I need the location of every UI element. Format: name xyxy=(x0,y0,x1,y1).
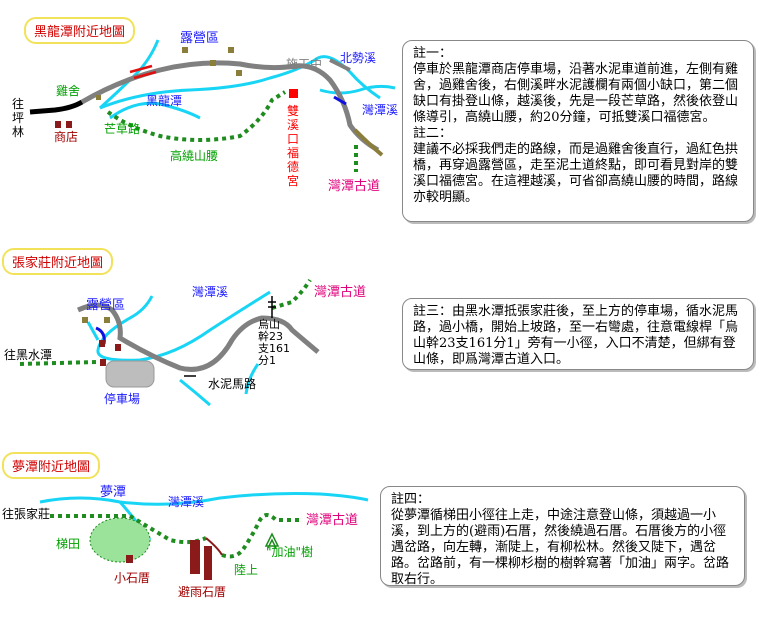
map1-label-beishi: 北勢溪 xyxy=(340,50,376,65)
map3-terrace xyxy=(89,517,151,563)
map3-shelter xyxy=(190,540,212,580)
map2-pole-icon xyxy=(268,296,276,318)
map1-shop xyxy=(55,121,61,128)
map2-river-south xyxy=(179,378,211,407)
map1-shop xyxy=(66,121,72,128)
map1-road-black xyxy=(29,99,84,115)
map1-label-wantan-creek: 灣潭溪 xyxy=(362,103,398,117)
map1-camp xyxy=(236,70,242,76)
map1-temple xyxy=(289,89,298,98)
map2-label-pole: 支161 xyxy=(258,342,290,355)
map1-label-pinglin: 林 xyxy=(12,125,24,139)
map1-road-branch xyxy=(329,58,351,72)
map2-trail-east xyxy=(271,278,312,310)
map1-label-pinglin: 往 xyxy=(12,96,24,111)
map3-title: 夢潭附近地圖 xyxy=(2,452,101,479)
map1-label-high-detour: 高繞山腰 xyxy=(170,148,218,163)
map3-label-small-cliff: 小石厝 xyxy=(114,571,150,585)
map1-drawing: 露營區 施工中 北勢溪 雞舍 黑龍潭 灣潭溪 往 坪 林 商店 芒草路 高繞山腰… xyxy=(12,31,398,194)
map2-note-text: 註三：由黑水潭抵張家莊後，至上方的停車場，循水泥馬路，過小橋，開始上坡路，至一右… xyxy=(413,304,739,367)
map1-note1-text: 停車於黑龍潭商店停車場，沿著水泥車道前進，左側有雞舍，過雞舍後，右側溪畔水泥護欄… xyxy=(413,62,739,125)
map1-title: 黑龍潭附近地圖 xyxy=(24,17,136,44)
map1-camp xyxy=(96,95,101,100)
map3-label-wantan-trail: 灣潭古道 xyxy=(306,513,358,528)
map3-label-toward-zhang: 往張家莊 xyxy=(2,506,50,521)
map1-river-east xyxy=(319,84,396,95)
map1-camp xyxy=(182,47,188,53)
map2-label-pole: 分1 xyxy=(258,354,276,367)
map3-small-cliff xyxy=(126,555,133,563)
map2-label-wantan-creek: 灣潭溪 xyxy=(192,285,228,299)
map2-drawing: 露營區 灣潭溪 灣潭古道 往黑水潭 停車場 水泥馬路 烏山 幹23 支161 分… xyxy=(4,278,366,407)
map1-bridge-blue xyxy=(333,95,347,106)
map1-note2-text: 建議不必採我們走的路線，而是過雞舍後直行，過紅色拱橋，再穿過露營區，走至泥土道終… xyxy=(413,142,739,205)
map2-parking xyxy=(105,360,155,388)
map2-river-left xyxy=(86,321,100,341)
map2-building xyxy=(99,340,105,347)
map2-building xyxy=(100,359,106,366)
map1-road-main xyxy=(80,60,380,153)
map1-camp xyxy=(210,60,216,66)
map2-river xyxy=(96,290,271,362)
map2-river-right xyxy=(244,363,260,395)
map3-label-landing: 陸上 xyxy=(234,563,258,577)
tree-icon xyxy=(264,532,280,549)
map1-label-shuangxi: 雙溪口福德宮 xyxy=(287,104,300,188)
map2-label-pole: 幹23 xyxy=(258,329,283,343)
map1-river-lower xyxy=(99,55,381,110)
map2-note-box: 註三：由黑水潭抵張家莊後，至上方的停車場，循水泥馬路，過小橋，開始上坡路，至一右… xyxy=(402,298,754,370)
map3-note-box: 註四： 從夢潭循梯田小徑往上走，中途注意登山條，須越過一小溪，到上方的(避雨)石… xyxy=(380,486,745,587)
map3-note4-title: 註四： xyxy=(391,492,431,507)
map2-building xyxy=(115,344,121,351)
map3-label-wantan-creek: 灣潭溪 xyxy=(168,495,204,509)
map1-label-mangrass: 芒草路 xyxy=(104,121,140,136)
map3-label-mengtan: 夢潭 xyxy=(100,485,126,500)
map1-label-chicken: 雞舍 xyxy=(56,83,80,98)
map1-label-pinglin: 坪 xyxy=(12,111,24,125)
map1-note1-title: 註一： xyxy=(413,46,453,61)
map1-camp xyxy=(228,47,234,53)
map2-label-camp: 露營區 xyxy=(86,298,125,313)
map3-label-terrace: 梯田 xyxy=(56,537,80,551)
map2-label-pole: 烏山 xyxy=(258,317,280,331)
map2-label-wantan-trail: 灣潭古道 xyxy=(314,285,366,300)
map1-label-camp: 露營區 xyxy=(180,31,219,46)
map1-label-wantan-trail: 灣潭古道 xyxy=(328,179,380,194)
map1-river-loop xyxy=(109,101,201,120)
map2-trail-west xyxy=(19,360,97,366)
map3-drawing: 夢潭 灣潭溪 往張家莊 灣潭古道 梯田 小石厝 避雨石厝 陸上 "加油"樹 xyxy=(2,485,369,599)
map1-label-shop: 商店 xyxy=(54,129,78,144)
map2-camp xyxy=(82,317,88,323)
map2-title: 張家莊附近地圖 xyxy=(2,248,114,275)
map1-note2-title: 註二： xyxy=(413,126,453,141)
map2-label-cement-road: 水泥馬路 xyxy=(208,376,256,391)
map1-label-heilongtan: 黑龍潭 xyxy=(146,93,182,108)
map1-label-construction: 施工中 xyxy=(286,56,322,71)
map1-road-east xyxy=(353,128,384,157)
map3-trail-curve xyxy=(205,537,223,556)
map2-label-toward-heishui: 往黑水潭 xyxy=(4,347,52,362)
map1-note-box: 註一： 停車於黑龍潭商店停車場，沿著水泥車道前進，左側有雞舍，過雞舍後，右側溪畔… xyxy=(402,40,754,222)
map3-trail-up xyxy=(221,513,300,559)
map3-label-jiayou-tree: "加油"樹 xyxy=(266,545,313,559)
map3-note4-text: 從夢潭循梯田小徑往上走，中途注意登山條，須越過一小溪，到上方的(避雨)石厝，然後… xyxy=(391,508,730,587)
map2-road xyxy=(76,302,320,372)
map2-camp xyxy=(104,317,110,323)
map3-label-shelter: 避雨石厝 xyxy=(178,585,226,599)
map2-label-parking: 停車場 xyxy=(104,391,140,406)
map3-river xyxy=(39,492,369,506)
map1-bridge-red xyxy=(129,64,157,80)
